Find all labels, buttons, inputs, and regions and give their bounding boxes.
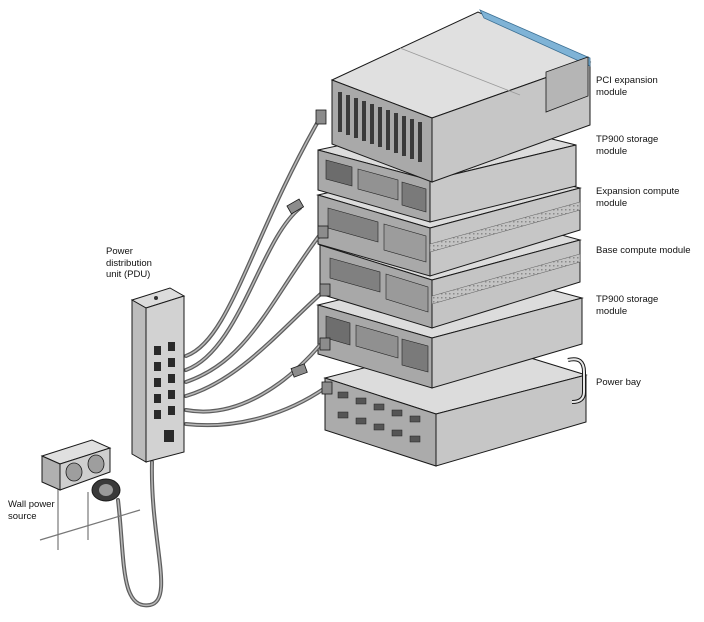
expansion-compute-module-label: Expansion compute module	[596, 186, 679, 209]
pdu-unit	[130, 287, 186, 463]
cable-connectors	[286, 109, 333, 395]
wall-label-line-1: Wall power	[8, 499, 55, 510]
pdu-label-line-3: unit (PDU)	[106, 269, 151, 280]
wall-label-line-2: source	[8, 510, 37, 522]
tp900-bottom-label-line-2: module	[596, 305, 628, 317]
wall-power-source	[39, 439, 141, 550]
pci-expansion-module-label: PCI expansion module	[596, 75, 658, 98]
expansion-label-line-2: module	[596, 197, 628, 209]
pci-label-line-1: PCI expansion	[596, 75, 658, 86]
power-cables	[116, 116, 327, 608]
wall-power-source-label: Wall power source	[8, 499, 55, 522]
tp900-top-label-line-1: TP900 storage	[596, 134, 659, 145]
power-bay-label-line-1: Power bay	[596, 377, 641, 388]
base-label-line-1: Base compute module	[596, 245, 691, 256]
pdu-label-line-1: Power	[106, 246, 133, 257]
tp900-bottom-label-line-1: TP900 storage	[596, 294, 659, 305]
expansion-label-line-1: Expansion compute	[596, 186, 680, 197]
tp900-top-label-line-2: module	[596, 145, 628, 157]
base-compute-module-label: Base compute module	[596, 245, 691, 257]
pdu-label-line-2: distribution	[106, 257, 152, 269]
pci-expansion-unit	[330, 9, 592, 183]
power-bay-label: Power bay	[596, 377, 641, 389]
pci-label-line-2: module	[596, 86, 628, 98]
tp900-storage-bottom-label: TP900 storage module	[596, 294, 658, 317]
pdu-label: Power distribution unit (PDU)	[106, 246, 152, 281]
tp900-storage-top-label: TP900 storage module	[596, 134, 658, 157]
